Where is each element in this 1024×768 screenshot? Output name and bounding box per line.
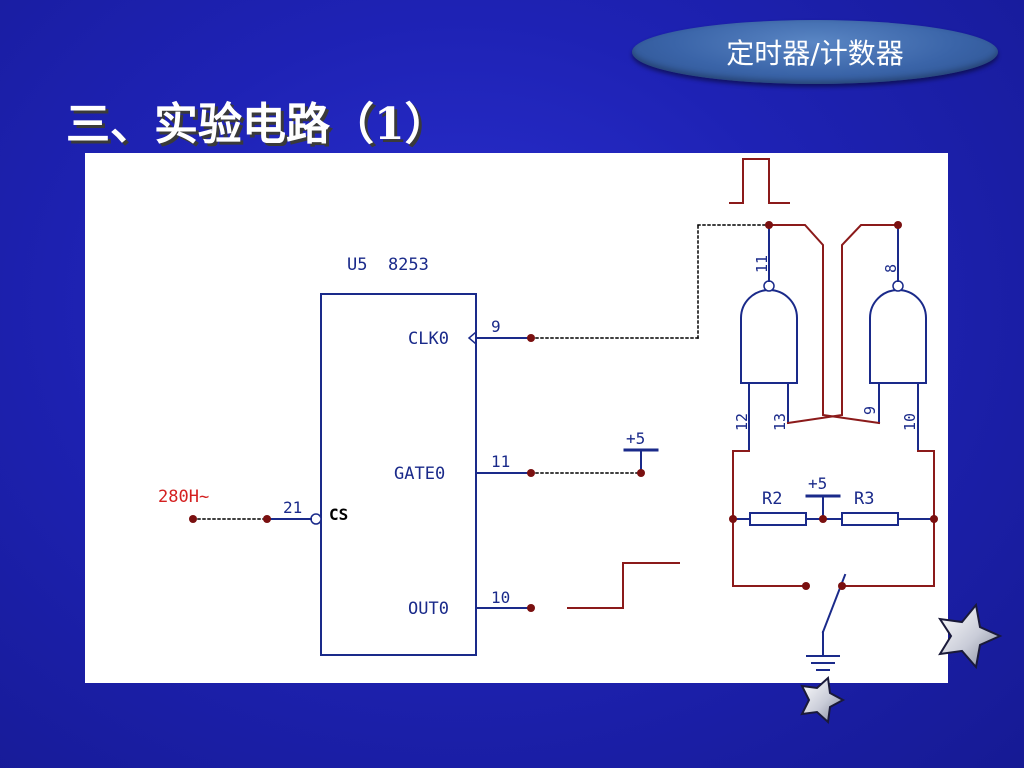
nand-right-output-bubble (892, 280, 904, 292)
nand-gate-left (740, 289, 798, 384)
feedback-right-to-left (786, 224, 899, 425)
nand-right-output-pin: 8 (882, 264, 900, 273)
pin-out-number: 10 (491, 588, 510, 607)
chip-label: U5 8253 (347, 255, 429, 275)
chip-8253-body (320, 293, 477, 656)
pin-out-name: OUT0 (408, 599, 449, 619)
nand-left-output-bubble (763, 280, 775, 292)
star-icon-small (800, 675, 846, 725)
star-icon-large (937, 602, 1003, 670)
pin-gate-name: GATE0 (394, 464, 445, 484)
nand-left-input-pin-a: 12 (733, 413, 751, 431)
pin-clk-name: CLK0 (408, 329, 449, 349)
nand-left-output-pin: 11 (753, 255, 771, 273)
node-cs-pin (263, 515, 271, 523)
node-nand-left-out (765, 221, 773, 229)
node-switch-right (838, 582, 846, 590)
resistor-r3-label: R3 (854, 489, 874, 509)
node-out (527, 604, 535, 612)
out-step-waveform (567, 562, 680, 609)
pin-clk-number: 9 (491, 317, 501, 336)
feedback-left-to-right (768, 224, 881, 425)
gate-supply-label: +5 (626, 429, 645, 448)
pin-cs-name: CS (329, 505, 348, 524)
pulse-waveform (729, 158, 790, 204)
node-nand-right-out (894, 221, 902, 229)
nand-right-input-pin-b: 10 (901, 413, 919, 431)
pin-gate-number: 11 (491, 452, 510, 471)
slide-title: 三、实验电路（1） (66, 99, 449, 150)
nand-gate-right (869, 289, 927, 384)
cs-input-label: 280H~ (158, 487, 209, 507)
node-left-rail (729, 515, 737, 523)
node-right-rail (930, 515, 938, 523)
nand-right-input-pin-a: 9 (861, 406, 879, 415)
resistor-r2-label: R2 (762, 489, 782, 509)
node-clk (527, 334, 535, 342)
resistor-r2 (749, 512, 807, 526)
section-badge-label: 定时器/计数器 (726, 37, 904, 70)
node-gate-supply (637, 469, 645, 477)
node-cs-input (189, 515, 197, 523)
node-resistor-mid (819, 515, 827, 523)
nand-left-input-pin-b: 13 (771, 413, 789, 431)
circuit-diagram-panel: U5 8253 CLK0 9 GATE0 11 OUT0 10 21 +5 +5… (85, 153, 948, 683)
circuit-diagram: U5 8253 CLK0 9 GATE0 11 OUT0 10 21 +5 +5… (158, 158, 938, 671)
resistor-supply-label: +5 (808, 474, 827, 493)
section-badge: 定时器/计数器 (632, 20, 998, 84)
node-switch-left (802, 582, 810, 590)
node-gate (527, 469, 535, 477)
pin-cs-number: 21 (283, 498, 302, 517)
cs-inversion-bubble (310, 513, 322, 525)
resistor-r3 (841, 512, 899, 526)
clk-clock-marker (467, 330, 478, 346)
